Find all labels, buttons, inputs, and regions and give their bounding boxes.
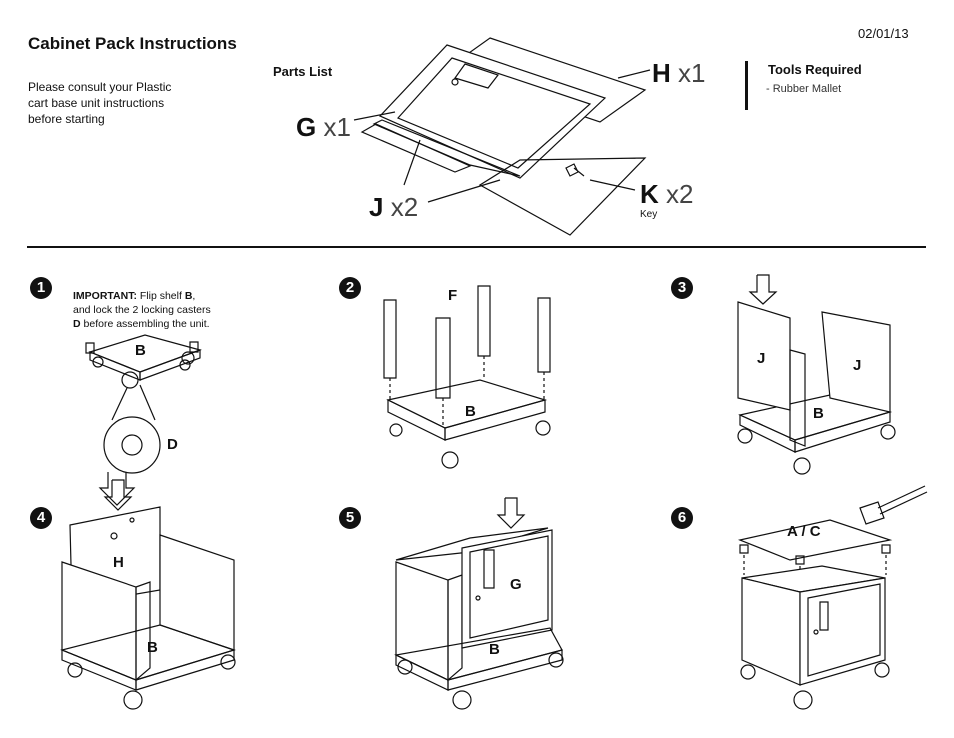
step-5-number: 5 [339,507,361,529]
step4-diagram [62,480,235,709]
tool-item-mallet: - Rubber Mallet [766,83,842,95]
part-k-panel [480,158,645,235]
step3-label-j2: J [853,357,862,374]
step3-label-b: B [813,405,824,422]
step4-label-h: H [113,554,124,571]
step-4-number: 4 [30,507,52,529]
tools-divider [745,61,748,110]
step6-diagram [740,486,927,709]
step2-diagram [384,286,550,468]
step4-label-b: B [147,639,158,656]
step5-label-b: B [489,641,500,658]
step-1-note: IMPORTANT: Flip shelf B, and lock the 2 … [73,290,211,330]
key-caption: Key [640,209,658,220]
document-date: 02/01/13 [858,26,909,41]
step1-label-b: B [135,342,146,359]
step-3-number: 3 [671,277,693,299]
part-j-panel [362,124,470,172]
key-icon [566,164,584,176]
step-6-number: 6 [671,507,693,529]
step2-label-b: B [465,403,476,420]
step6-label-ac: A / C [787,523,821,540]
step5-diagram [396,498,563,709]
parts-list-heading: Parts List [273,64,333,79]
step5-label-g: G [510,576,522,593]
parts-diagram [354,38,650,235]
part-label-h: H x1 [652,58,706,88]
consult-note: Please consult your Plastic cart base un… [28,80,172,126]
part-label-g: G x1 [296,112,351,142]
step3-label-j1: J [757,350,766,367]
step-1-number: 1 [30,277,52,299]
step-2-number: 2 [339,277,361,299]
part-label-k: K x2 [640,179,694,209]
step1-diagram [86,335,200,505]
step2-label-f: F [448,287,458,304]
part-label-j: J x2 [369,192,419,222]
part-g-door [380,45,605,178]
step1-label-d: D [167,436,178,453]
page-title: Cabinet Pack Instructions [28,34,237,53]
tools-heading: Tools Required [768,62,862,77]
section-divider [27,246,926,248]
rubber-mallet-icon [860,486,927,524]
step3-diagram [738,275,895,474]
